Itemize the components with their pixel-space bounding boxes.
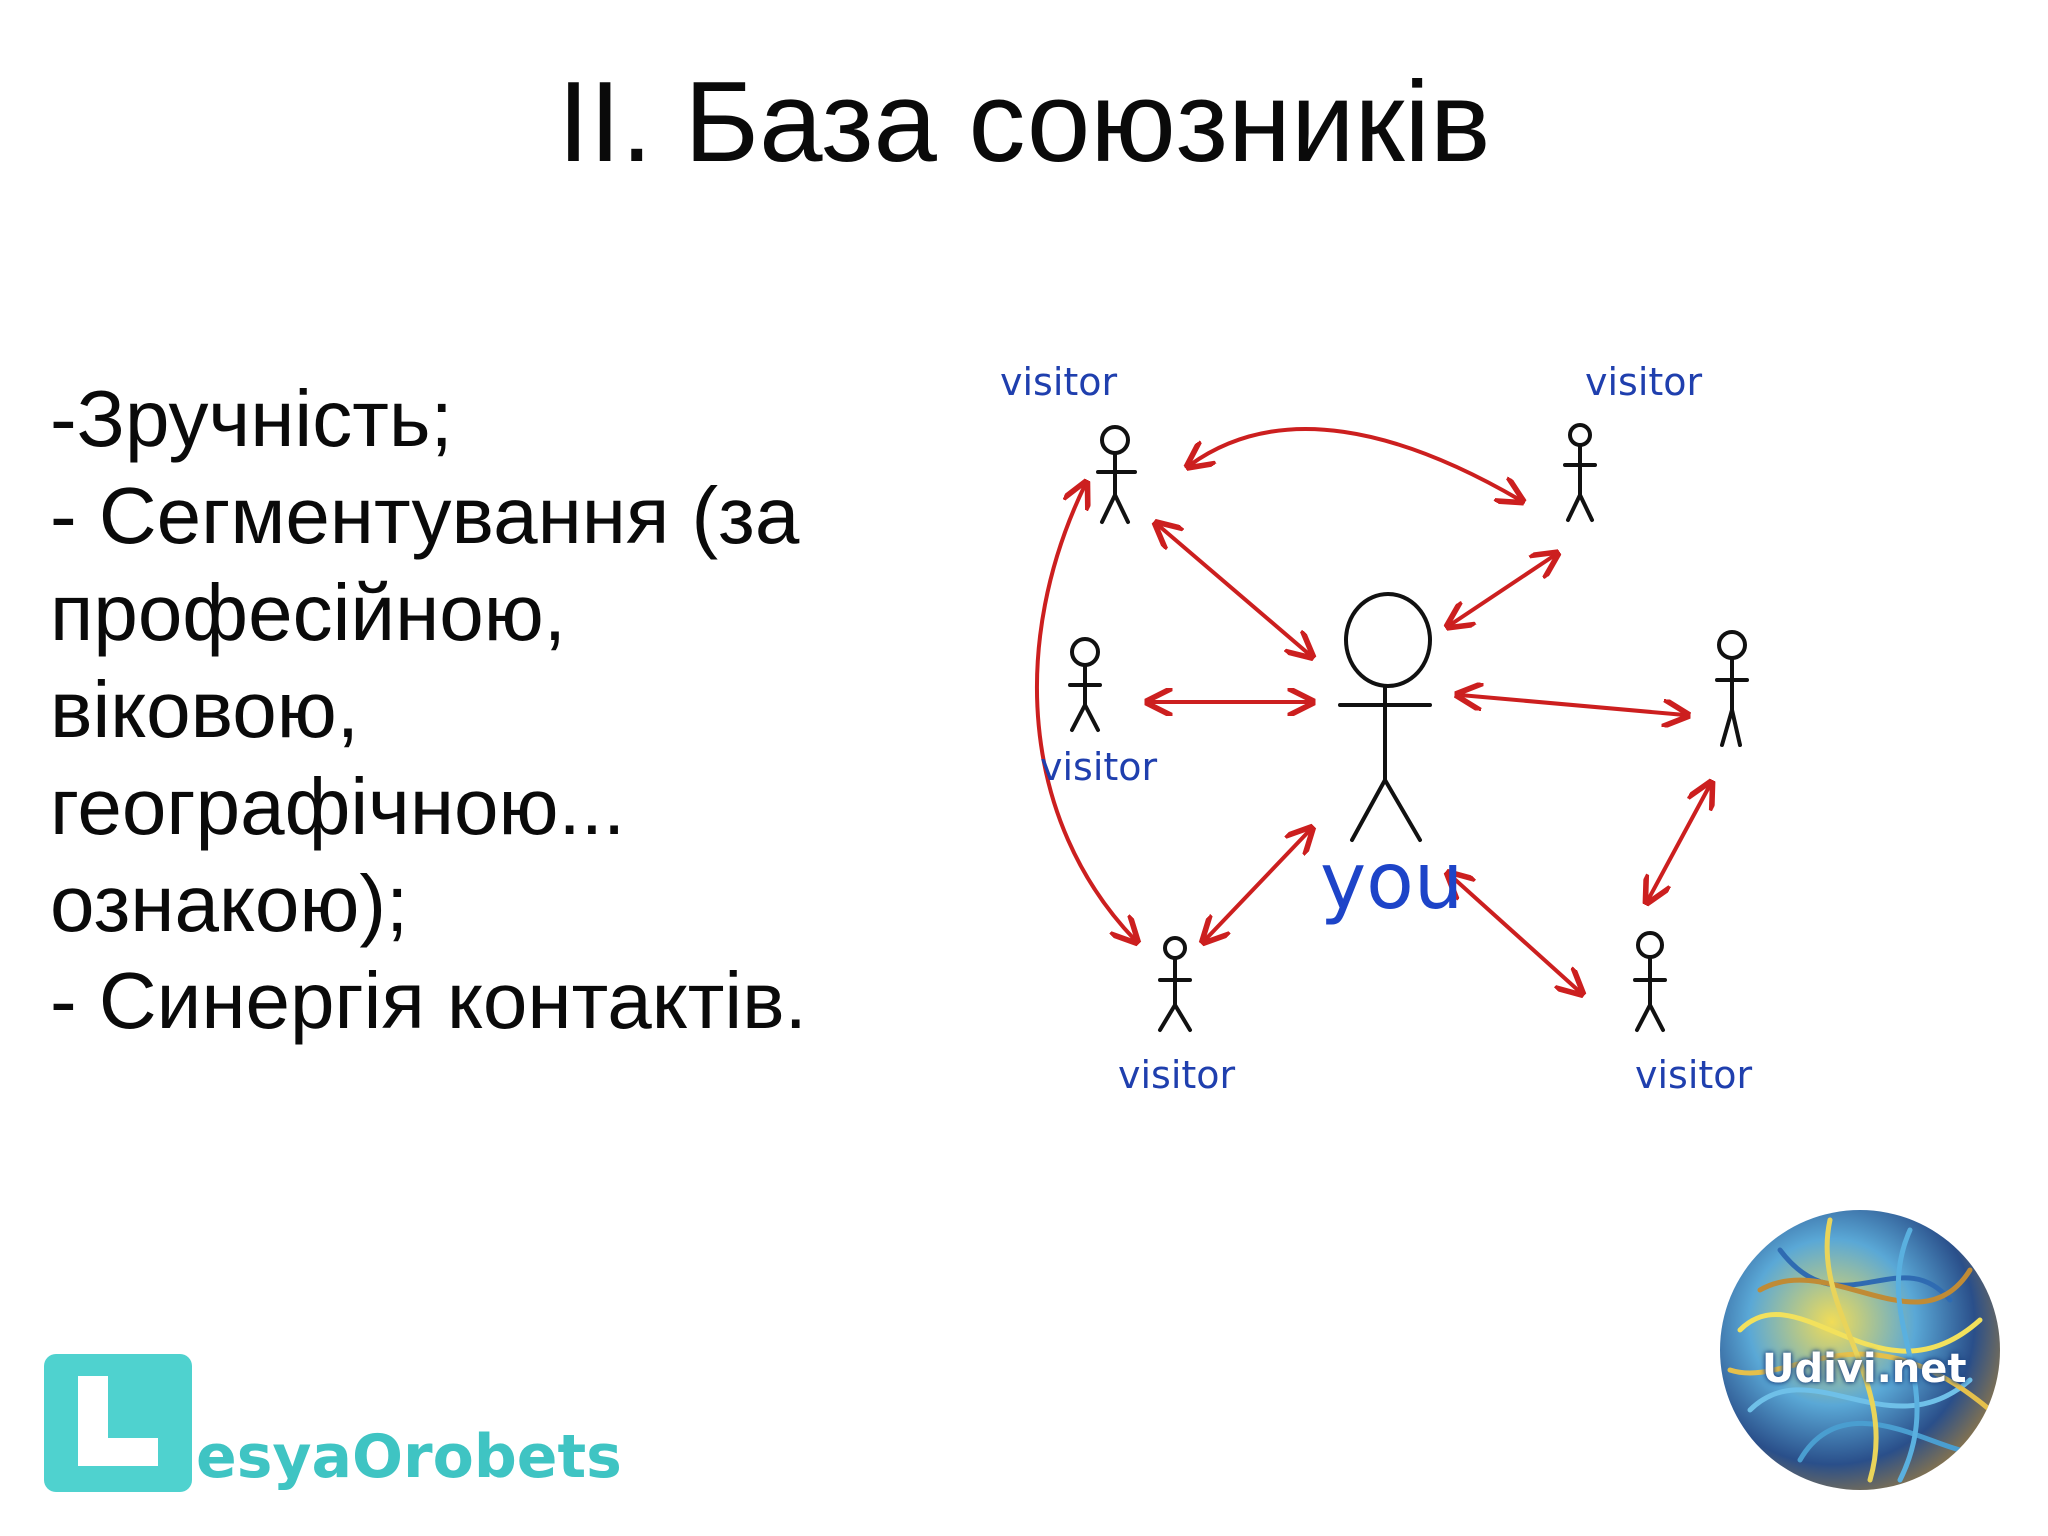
bullet-line: - Синергія контактів. [50, 956, 807, 1045]
slide-title: ІІ. База союзників [557, 59, 1491, 186]
visitor-figure-bottom-right [1633, 931, 1667, 1032]
visitor-label: visitor [1000, 360, 1118, 404]
arrow-tl-tr [1190, 427, 1520, 500]
bullet-line: ознакою); [50, 859, 409, 948]
visitor-figure-top-left [1096, 425, 1137, 524]
visitor-figure-top-right [1563, 423, 1597, 522]
visitor-label: visitor [1635, 1053, 1753, 1097]
arrow-mr-br [1648, 785, 1710, 900]
visitor-label: visitor [1585, 360, 1703, 404]
bullet-line: - Сегментування (за [50, 471, 800, 560]
visitor-figure-bottom-left [1158, 936, 1192, 1032]
udivi-logo-text: Udivi.net [1762, 1346, 1967, 1392]
network-diagram-svg: visitor visitor visitor visitor visitor … [1000, 360, 1753, 1097]
lesya-logo-text: esyaOrobets [196, 1422, 622, 1492]
arrow-you-bl [1205, 830, 1310, 940]
bullet-line: географічною... [50, 762, 626, 851]
you-figure [1338, 592, 1432, 842]
network-diagram: visitor visitor visitor visitor visitor … [980, 340, 1780, 1140]
bullet-line: віковою, [50, 665, 359, 754]
arrow-you-mr [1460, 695, 1685, 715]
arrow-you-br [1450, 875, 1580, 992]
visitor-figure-mid-left [1068, 637, 1102, 732]
arrow-tl-bl [1035, 485, 1135, 940]
bullet-list: -Зручність; - Сегментування (за професій… [50, 370, 950, 1049]
lesya-logo-icon [44, 1354, 192, 1492]
arrow-tr-you [1450, 555, 1555, 625]
udivi-logo-ball [1720, 1210, 2000, 1490]
bullet-line: -Зручність; [50, 374, 453, 463]
bullet-line: професійною, [50, 568, 566, 657]
visitor-label: visitor [1118, 1053, 1236, 1097]
visitor-label: visitor [1040, 745, 1158, 789]
you-label: you [1320, 837, 1463, 927]
visitor-figure-mid-right [1715, 630, 1749, 747]
arrow-tl-you [1158, 525, 1310, 655]
